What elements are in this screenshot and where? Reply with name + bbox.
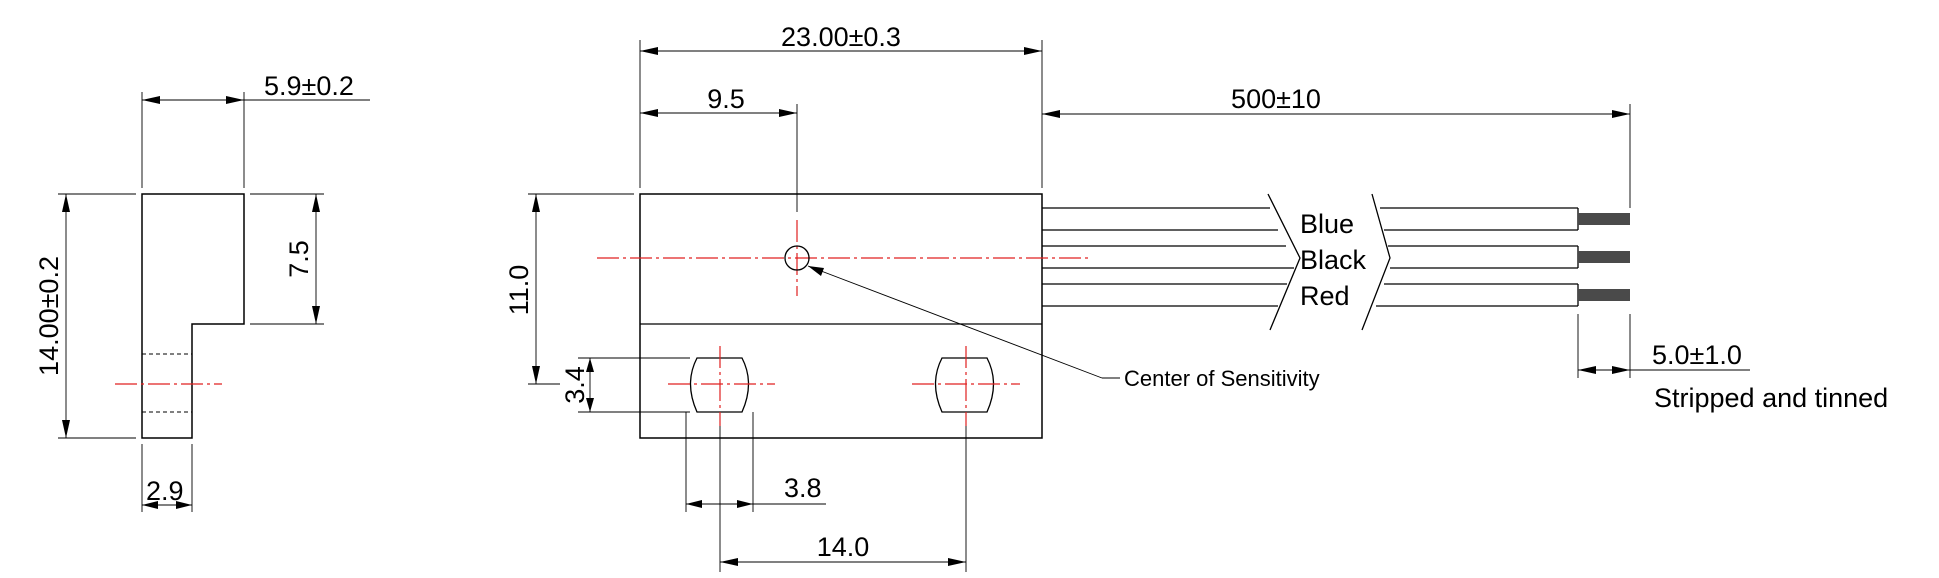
break-line-right bbox=[1361, 193, 1391, 331]
arrowhead bbox=[640, 109, 658, 117]
wire-segment-left bbox=[1042, 207, 1294, 307]
arrowhead bbox=[1042, 110, 1060, 118]
strip-length-label: 5.0±1.0 bbox=[1652, 340, 1742, 370]
arrowhead bbox=[1578, 366, 1596, 374]
arrowhead bbox=[62, 420, 70, 438]
arrowhead bbox=[737, 500, 753, 508]
arrowhead bbox=[1612, 366, 1630, 374]
wire-leads: Blue Black Red 500±10 5.0±1.0 Stripped a… bbox=[1042, 84, 1888, 413]
slot-height-label: 3.4 bbox=[560, 366, 590, 404]
side-lower-label: 2.9 bbox=[146, 476, 184, 506]
arrowhead bbox=[1612, 110, 1630, 118]
side-thickness-label: 5.9±0.2 bbox=[264, 71, 354, 101]
side-view: 5.9±0.2 14.00±0.2 7.5 2.9 bbox=[34, 71, 370, 512]
sensitivity-point bbox=[784, 245, 810, 271]
arrowhead bbox=[586, 358, 594, 372]
body-height-label: 11.0 bbox=[504, 265, 534, 316]
mounting-slot-right bbox=[934, 357, 995, 413]
arrowhead bbox=[586, 398, 594, 412]
arrowhead bbox=[142, 501, 158, 509]
wire-label-black: Black bbox=[1300, 245, 1367, 275]
side-height-label: 14.00±0.2 bbox=[34, 256, 64, 376]
arrowhead bbox=[686, 500, 702, 508]
arrowhead bbox=[640, 47, 658, 55]
side-view-outline bbox=[141, 193, 245, 439]
arrowhead bbox=[312, 306, 320, 324]
arrowhead bbox=[948, 558, 966, 566]
stripped-end-blue bbox=[1578, 213, 1630, 225]
front-view: 23.00±0.3 9.5 11.0 3.4 3.8 14. bbox=[504, 22, 1320, 572]
arrowhead bbox=[1024, 47, 1042, 55]
arrowhead bbox=[720, 558, 738, 566]
break-line-left bbox=[1267, 193, 1301, 331]
wire-length-label: 500±10 bbox=[1231, 84, 1321, 114]
sensitivity-note: Center of Sensitivity bbox=[1124, 366, 1320, 391]
arrowhead bbox=[312, 194, 320, 212]
wire-segment-right bbox=[1376, 207, 1579, 307]
hole-pitch-label: 14.0 bbox=[817, 532, 870, 562]
sensitivity-leader bbox=[807, 265, 1103, 379]
arrowhead bbox=[142, 96, 160, 104]
arrowhead bbox=[176, 501, 192, 509]
wire-label-blue: Blue bbox=[1300, 209, 1354, 239]
wire-label-red: Red bbox=[1300, 281, 1350, 311]
arrowhead bbox=[779, 109, 797, 117]
sensitivity-offset-label: 9.5 bbox=[707, 84, 745, 114]
stripped-end-red bbox=[1578, 289, 1630, 301]
stripped-end-black bbox=[1578, 251, 1630, 263]
body-length-label: 23.00±0.3 bbox=[781, 22, 901, 52]
switch-body bbox=[639, 193, 1043, 439]
strip-note: Stripped and tinned bbox=[1654, 383, 1888, 413]
arrowhead bbox=[532, 194, 540, 212]
slot-width-label: 3.8 bbox=[784, 473, 822, 503]
mounting-slot-left bbox=[689, 357, 750, 413]
arrowhead bbox=[532, 366, 540, 384]
arrowhead bbox=[226, 96, 244, 104]
arrowhead bbox=[808, 266, 824, 276]
arrowhead bbox=[62, 194, 70, 212]
side-upper-label: 7.5 bbox=[284, 240, 314, 278]
